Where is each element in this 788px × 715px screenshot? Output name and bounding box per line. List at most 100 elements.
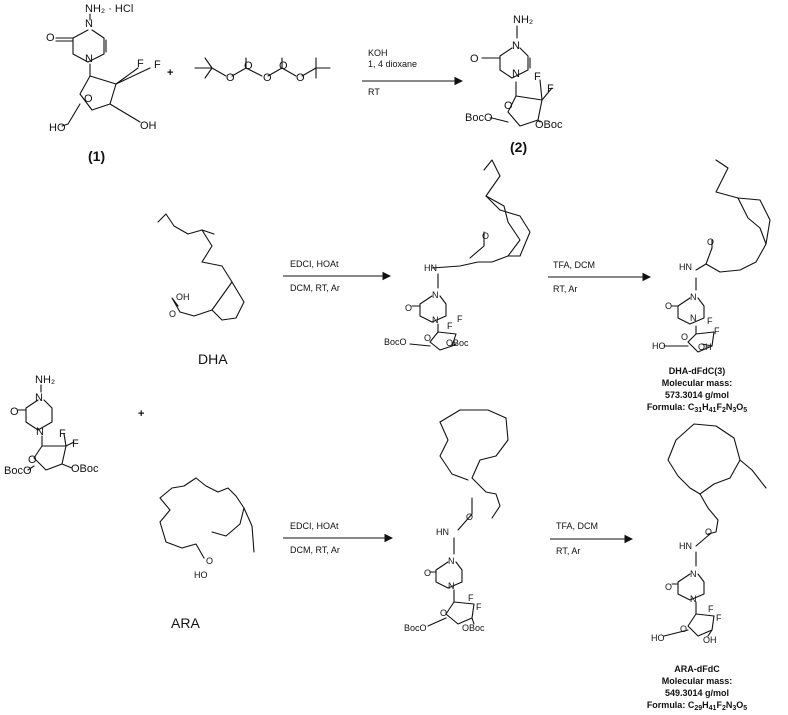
- ara-product-name: ARA-dFdC: [674, 664, 720, 674]
- plus-sign-top: +: [167, 67, 174, 79]
- ara-prod-atom-f-2: F: [716, 613, 722, 623]
- ara-prod-sugar: [687, 613, 715, 637]
- ara-prod-tail: [739, 459, 767, 489]
- dha-prod-atom-o-ring: O: [681, 332, 689, 342]
- hydroxyl-bond-1: [109, 103, 141, 123]
- dha-prod-nh: [695, 263, 707, 271]
- ara-int-oboc: [471, 617, 475, 625]
- dha-prod-atom-f-1: F: [707, 316, 713, 326]
- ara-int-atom-o-ring: O: [440, 608, 448, 618]
- hydroxymethyl-1: [61, 103, 81, 127]
- ara-int-atom-n1: N: [448, 581, 455, 591]
- dha-int-amide: [469, 231, 485, 259]
- reagent-atom-f-2: F: [72, 438, 79, 450]
- dha-prod-hn-label: HN: [679, 262, 692, 272]
- atom-f-2: F: [137, 58, 144, 70]
- product2-atom-n1: N: [512, 68, 520, 80]
- ara-prod-chain: [675, 423, 741, 535]
- product2-atom-f-1: F: [534, 71, 541, 83]
- dha-prod-atom-n1: N: [690, 313, 697, 323]
- ara-formula-text: C29H41F2N3O5: [687, 700, 748, 712]
- reagent-cf-a: [63, 433, 67, 447]
- dha-chain-lower: [211, 281, 245, 321]
- reagent-atom-f-1: F: [59, 428, 66, 440]
- dha-mass-value: 573.3014 g/mol: [664, 390, 730, 400]
- product2-atom-o-ring: O: [504, 100, 513, 112]
- cf-bond-1b: [115, 67, 151, 85]
- dha-int-atom-o: O: [482, 231, 490, 241]
- ara-int-boc-2: OBoc: [462, 623, 485, 633]
- dha-int-boc-2: OBoc: [446, 338, 469, 348]
- dha-prod-atom-f-2: F: [714, 326, 720, 336]
- dha-prod-ho-label: HO: [652, 341, 666, 351]
- ara-prod-atom-o-ring: O: [680, 624, 688, 634]
- ara-int-atom-o: O: [466, 512, 474, 522]
- ara-atom-o: O: [206, 556, 214, 566]
- dha-prod-atom-o2: O: [665, 301, 673, 311]
- dha-step2-conditions: RT, Ar: [553, 284, 578, 294]
- ara-prod-oh-bond: [707, 629, 713, 637]
- amine-hcl-label: NH₂ · HCl: [85, 3, 134, 15]
- atom-f-1: F: [154, 59, 161, 71]
- boc2o-o-2: O: [244, 60, 253, 72]
- ara-prod-atom-n3: N: [690, 569, 697, 579]
- ara-chain-upper: [159, 477, 245, 537]
- dha-int-chain: [431, 159, 521, 269]
- compound-label-2: (2): [510, 139, 528, 155]
- sugar-ring-2: [507, 95, 543, 127]
- cf-bond-2b: [541, 87, 553, 101]
- ara-int-amide: [457, 497, 473, 531]
- dha-atom-o: O: [169, 309, 177, 319]
- product2-amine-label: NH₂: [513, 14, 534, 26]
- product2-atom-o: O: [470, 53, 479, 65]
- reagent-atom-n3: N: [35, 392, 43, 404]
- dha-int-atom-f-1: F: [447, 321, 453, 331]
- ara-prod-ho-bond: [663, 629, 689, 637]
- dha-formula-text: C31H41F2N3O5: [687, 402, 748, 414]
- oboc-bond-2: [537, 119, 541, 123]
- ara-int-atom-o2: O: [424, 568, 432, 578]
- ara-formula-label: Formula:: [646, 700, 686, 710]
- ara-int-atom-f-2: F: [476, 602, 482, 612]
- dha-int-sugar: [429, 331, 457, 351]
- ara-int-sugar: [445, 601, 475, 625]
- ara-prod-atom-f-1: F: [708, 604, 714, 614]
- ara-prod-ho-label: HO: [651, 633, 665, 643]
- boc2o-o-1: O: [226, 72, 235, 84]
- product2-boc-label-1: BocO: [465, 112, 493, 124]
- product2-atom-f-2: F: [547, 83, 554, 95]
- ara-prod-pyrimidine: [677, 573, 705, 601]
- dha-oh-label: OH: [176, 292, 190, 302]
- reagent-atom-o: O: [10, 406, 19, 418]
- bocoxy-bond-2: [489, 117, 509, 123]
- ara-int-boc-1: BocO: [404, 623, 427, 633]
- dha-int-pyrimidine: [419, 295, 447, 323]
- ara-int-hn-label: HN: [436, 527, 449, 537]
- reagent-pyrimidine: [25, 399, 53, 431]
- ara-chain-tail: [243, 507, 255, 553]
- dha-formula-label: Formula:: [646, 402, 686, 412]
- reagent-atom-n1: N: [36, 426, 44, 438]
- reagent-boc-label-1: BocO: [4, 465, 32, 477]
- ara-prod-hn-label: HN: [679, 541, 692, 551]
- dha-prod-atom-n3: N: [690, 292, 697, 302]
- dha-int-atom-f-2: F: [457, 314, 463, 324]
- dha-prod-chain-b: [737, 197, 771, 245]
- compound-label-1: (1): [88, 148, 106, 164]
- ara-oh-label: HO: [194, 570, 208, 580]
- boc2o-o-4: O: [279, 60, 288, 72]
- pyrimidine-ring-2: [499, 47, 529, 79]
- ara-int-atom-f-1: F: [468, 593, 474, 603]
- atom-o-carbonyl: O: [46, 32, 55, 44]
- ara-step2-reagents: TFA, DCM: [556, 521, 598, 531]
- dha-chain-db-1: [201, 229, 215, 235]
- dha-prod-oh-bond: [701, 343, 713, 347]
- reagent-oboc-bond: [61, 463, 73, 469]
- dha-mass-label: Molecular mass:: [661, 378, 733, 388]
- product2-atom-n3: N: [512, 40, 520, 52]
- ara-step1-conditions: DCM, RT, Ar: [290, 545, 340, 555]
- reagent-atom-o-ring: O: [28, 454, 37, 466]
- ara-formula: Formula: C29H41F2N3O5: [636, 700, 758, 712]
- dha-step1-reagents: EDCI, HOAt: [290, 259, 339, 269]
